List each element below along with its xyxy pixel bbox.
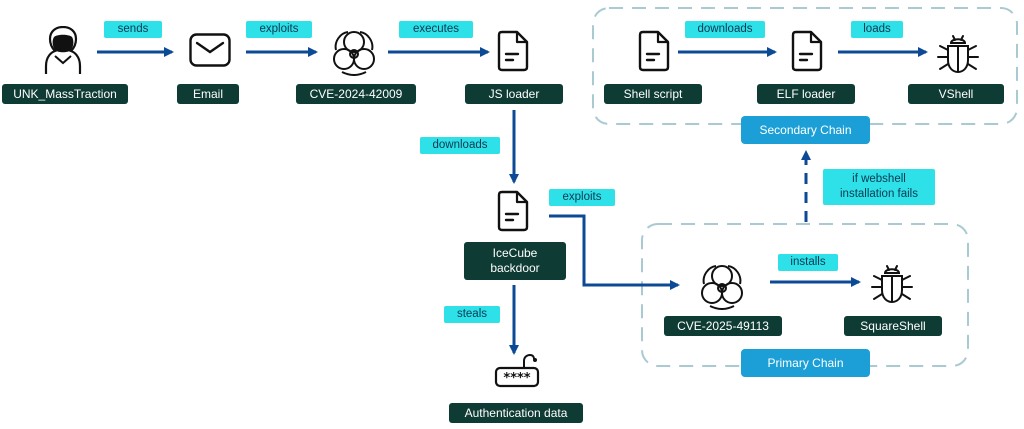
node-label-js-loader: JS loader [465,84,563,104]
node-label-shell-script: Shell script [604,84,702,104]
edge-label-exploits-2: exploits [549,189,615,206]
node-label-cve-2024: CVE-2024-42009 [296,84,416,104]
edge-label-fallback: if webshell installation fails [823,169,935,205]
node-label-vshell: VShell [908,84,1004,104]
svg-text:****: **** [503,371,530,386]
node-label-actor: UNK_MassTraction [2,84,128,104]
node-label-email: Email [177,84,239,104]
primary-chain-label: Primary Chain [741,349,870,377]
document-icon [638,30,670,72]
node-label-elf-loader: ELF loader [757,84,855,104]
bug-icon [937,35,979,74]
document-icon [791,30,823,72]
edge-label-sends: sends [104,21,162,38]
biohazard-icon [701,265,743,310]
edge-label-exploits-1: exploits [246,21,312,38]
hooded-hacker-icon [44,26,82,74]
primary-chain-group [641,223,969,367]
biohazard-icon [333,31,375,76]
document-icon [497,30,529,72]
node-label-icecube: IceCube backdoor [464,242,566,280]
node-label-cve-2025: CVE-2025-49113 [664,316,782,336]
node-label-auth-data: Authentication data [449,403,583,423]
envelope-icon [189,33,231,67]
edge-label-installs: installs [778,254,838,271]
bug-icon [871,265,913,304]
edge-label-loads: loads [851,21,903,38]
document-icon [497,190,529,232]
edge-label-downloads-1: downloads [685,21,765,38]
password-field-icon: **** [494,353,540,388]
secondary-chain-label: Secondary Chain [741,116,870,144]
edge-label-steals: steals [444,306,500,323]
node-label-squareshell: SquareShell [844,316,942,336]
edge-label-downloads-2: downloads [420,137,500,154]
edge-label-executes: executes [399,21,473,38]
arrow-exploits-2 [549,214,680,290]
